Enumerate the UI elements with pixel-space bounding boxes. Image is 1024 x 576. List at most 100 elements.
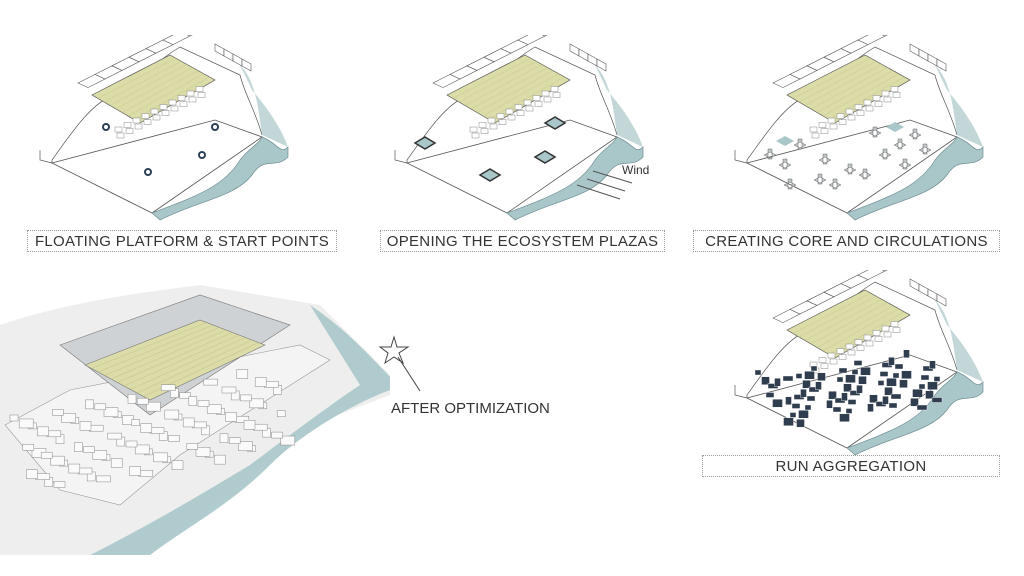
circulation-core (828, 178, 842, 190)
housing-module (182, 417, 195, 428)
field-stripe (810, 302, 888, 345)
housing-module (83, 446, 95, 453)
seating-module (534, 101, 543, 107)
housing-module (243, 420, 256, 430)
seating-module (845, 108, 854, 115)
seating-module (892, 92, 901, 98)
aggregated-module (867, 403, 874, 412)
seating-module (141, 113, 150, 119)
field-stripe (476, 70, 554, 113)
seating-module (827, 117, 836, 124)
seating-module (516, 110, 525, 116)
start-point-marker (198, 151, 206, 159)
housing-module (9, 414, 19, 422)
field-stripe (810, 67, 888, 110)
seating-module (525, 105, 534, 112)
field-stripe (464, 64, 542, 106)
seating-module (132, 117, 141, 124)
seating-module (827, 352, 836, 359)
terrace-block (232, 53, 243, 67)
terrace-block (909, 278, 920, 292)
housing-module (236, 369, 249, 379)
seating-module (168, 99, 177, 106)
aggregated-module (877, 380, 885, 386)
seating-module (552, 92, 561, 98)
circulation-core (898, 158, 912, 170)
field-stripe (458, 61, 537, 103)
seating-module (838, 119, 847, 125)
field-stripe (804, 299, 882, 341)
seating-module (836, 348, 845, 354)
aggregated-module (772, 399, 783, 408)
field (84, 319, 266, 401)
field-stripe (130, 337, 246, 390)
housing-module (79, 421, 92, 431)
field-stripe (482, 73, 559, 117)
aggregated-module (890, 393, 902, 400)
seating-module (478, 122, 487, 128)
field-stripe (470, 67, 548, 110)
housing-module (197, 400, 210, 407)
circulation-core (763, 148, 777, 160)
housing-module (40, 451, 53, 459)
water-surface (240, 65, 288, 147)
aggregated-module (791, 403, 801, 409)
seating-module (514, 104, 523, 110)
terrace-block (578, 48, 589, 62)
aggregated-module (828, 391, 837, 400)
ecosystem-plaza (776, 136, 794, 146)
seating-module (872, 95, 881, 101)
seating-module (865, 105, 874, 112)
aggregated-module (815, 381, 822, 390)
aggregated-module (804, 371, 815, 380)
aggregated-module (774, 378, 781, 387)
seating-module (883, 96, 892, 103)
start-point-marker (211, 123, 219, 131)
seating-module (125, 128, 134, 134)
field-stripe (828, 311, 905, 355)
aggregated-module (860, 367, 871, 376)
seating-module (197, 92, 206, 98)
field-stripe (121, 70, 199, 113)
field-stripe (104, 327, 220, 376)
aggregated-module (838, 367, 848, 374)
seating-module (532, 95, 541, 101)
water-edge (506, 136, 644, 221)
aggregated-module (847, 399, 857, 405)
seating-module (892, 327, 901, 333)
aggregated-module (927, 381, 938, 390)
seating-module (114, 126, 123, 133)
circulation-core (818, 153, 832, 165)
seating-module (195, 86, 204, 92)
housing-module (110, 458, 123, 468)
seating-module (872, 330, 881, 336)
aggregated-module (901, 370, 912, 379)
aggregated-module (798, 410, 809, 419)
aggregated-module (826, 400, 833, 409)
seating-module (881, 90, 890, 97)
seating-module (865, 340, 874, 347)
aggregated-module (933, 376, 941, 382)
housing-module (221, 386, 237, 394)
housing-module (92, 450, 108, 460)
core-circulations-diagram (734, 35, 984, 221)
field-stripe (816, 305, 894, 348)
aggregated-module (845, 374, 856, 383)
housing-module (146, 401, 161, 412)
field-stripe (822, 308, 899, 352)
housing-module (136, 397, 149, 405)
housing-module (168, 435, 180, 442)
aggregated-module (796, 419, 805, 428)
seating-module (550, 86, 559, 92)
housing-module (276, 410, 286, 417)
pointer-line (397, 356, 421, 392)
housing-module (254, 377, 267, 387)
terrace-block (187, 35, 193, 37)
terrace-block (587, 53, 598, 67)
seating-module (818, 357, 827, 363)
seating-module (541, 90, 550, 97)
aggregated-module (832, 406, 842, 413)
water-edge (151, 136, 289, 221)
housing-module (88, 424, 104, 432)
circulation-core (878, 148, 892, 160)
